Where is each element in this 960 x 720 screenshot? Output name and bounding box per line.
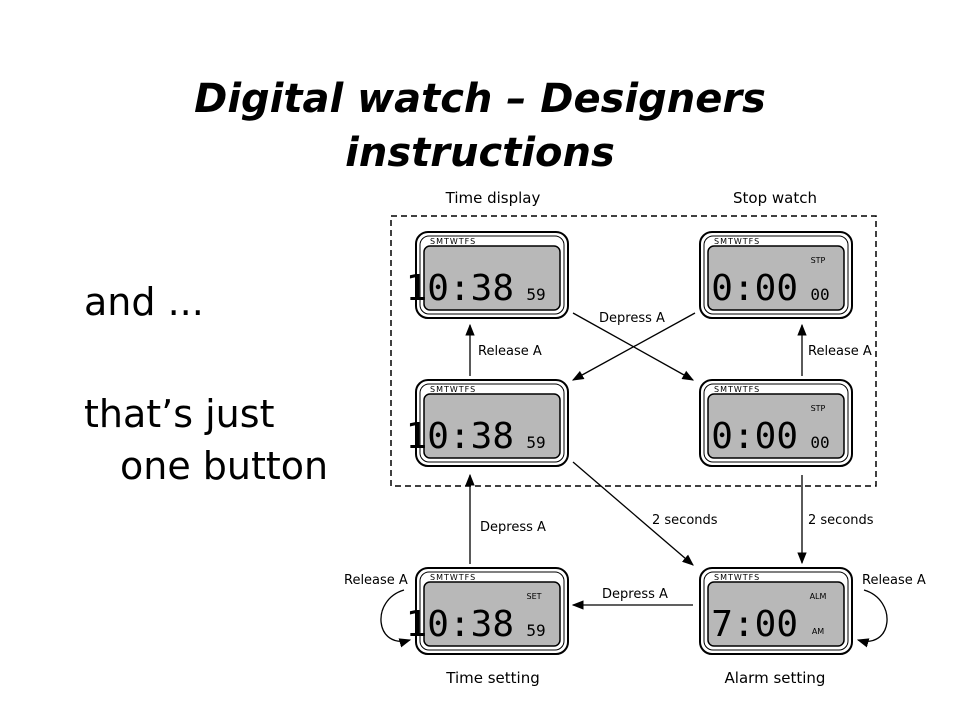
watch-case-inner [703, 235, 849, 315]
seconds-digits: 00 [810, 285, 829, 304]
mode-indicator: ALM [810, 592, 827, 601]
seconds-digits: 59 [526, 285, 545, 304]
watch-case-inner [419, 235, 565, 315]
title-line-1: Digital watch – Designers [194, 76, 766, 122]
lcd-screen [707, 393, 845, 459]
watch-case-inner [703, 571, 849, 651]
time-digits: 10:38 [406, 604, 514, 645]
label-depress-a-cross: Depress A [599, 311, 665, 326]
title-line-2: instructions [345, 130, 615, 176]
normal-mode-boundary [390, 215, 877, 487]
weekday-row: SMTWTFS [430, 573, 476, 582]
watch-time-display-top: SMTWTFS 10:38 59 [406, 231, 569, 319]
watch-time-setting: SMTWTFS SET 10:38 59 [406, 567, 569, 655]
mode-indicator: STP [811, 256, 826, 265]
slide-title: Digital watch – Designers instructions [0, 72, 960, 180]
seconds-digits: 00 [810, 433, 829, 452]
seconds-digits: 59 [526, 433, 545, 452]
label-depress-a-bottom: Depress A [602, 587, 668, 602]
label-release-a-left: Release A [478, 344, 542, 359]
weekday-row: SMTWTFS [430, 385, 476, 394]
header-time-display: Time display [445, 189, 541, 207]
arrow-sw-to-td-pressed [571, 312, 696, 381]
label-bg [598, 310, 666, 326]
watch-case-inner [703, 383, 849, 463]
label-two-seconds-right: 2 seconds [808, 513, 874, 528]
lcd-screen [707, 245, 845, 311]
weekday-row: SMTWTFS [714, 573, 760, 582]
text-one-button: one button [120, 444, 329, 488]
text-and: and ... [84, 280, 204, 324]
watch-case-inner [419, 383, 565, 463]
header-time-setting: Time setting [445, 669, 539, 687]
lcd-screen [423, 581, 561, 647]
header-alarm-setting: Alarm setting [725, 669, 826, 687]
watch-stop-watch-pressed: SMTWTFS STP 0:00 00 [699, 379, 853, 467]
text-thats-just: that’s just [84, 392, 275, 436]
label-release-a-loop-right: Release A [862, 573, 926, 588]
weekday-row: SMTWTFS [714, 237, 760, 246]
label-depress-a-left: Depress A [480, 520, 546, 535]
am-pm-indicator: AM [812, 627, 824, 636]
header-stop-watch: Stop watch [733, 189, 817, 207]
loop-arrow-time-setting [380, 589, 412, 648]
label-release-a-loop-left: Release A [344, 573, 408, 588]
watch-time-display-pressed: SMTWTFS 10:38 59 [406, 379, 569, 467]
label-release-a-right: Release A [808, 344, 872, 359]
time-digits: 7:00 [711, 604, 798, 645]
weekday-row: SMTWTFS [430, 237, 476, 246]
lcd-screen [423, 393, 561, 459]
watch-case-inner [419, 571, 565, 651]
loop-arrow-alarm-setting [856, 589, 888, 648]
arrow-two-seconds-diag [572, 461, 694, 566]
time-digits: 0:00 [711, 416, 798, 457]
weekday-row: SMTWTFS [714, 385, 760, 394]
time-digits: 10:38 [406, 416, 514, 457]
lcd-screen [423, 245, 561, 311]
mode-indicator: SET [526, 592, 541, 601]
mode-indicator: STP [811, 404, 826, 413]
time-digits: 10:38 [406, 268, 514, 309]
label-two-seconds-diag: 2 seconds [652, 513, 718, 528]
lcd-screen [707, 581, 845, 647]
time-digits: 0:00 [711, 268, 798, 309]
seconds-digits: 59 [526, 621, 545, 640]
watch-stop-watch-top: SMTWTFS STP 0:00 00 [699, 231, 853, 319]
